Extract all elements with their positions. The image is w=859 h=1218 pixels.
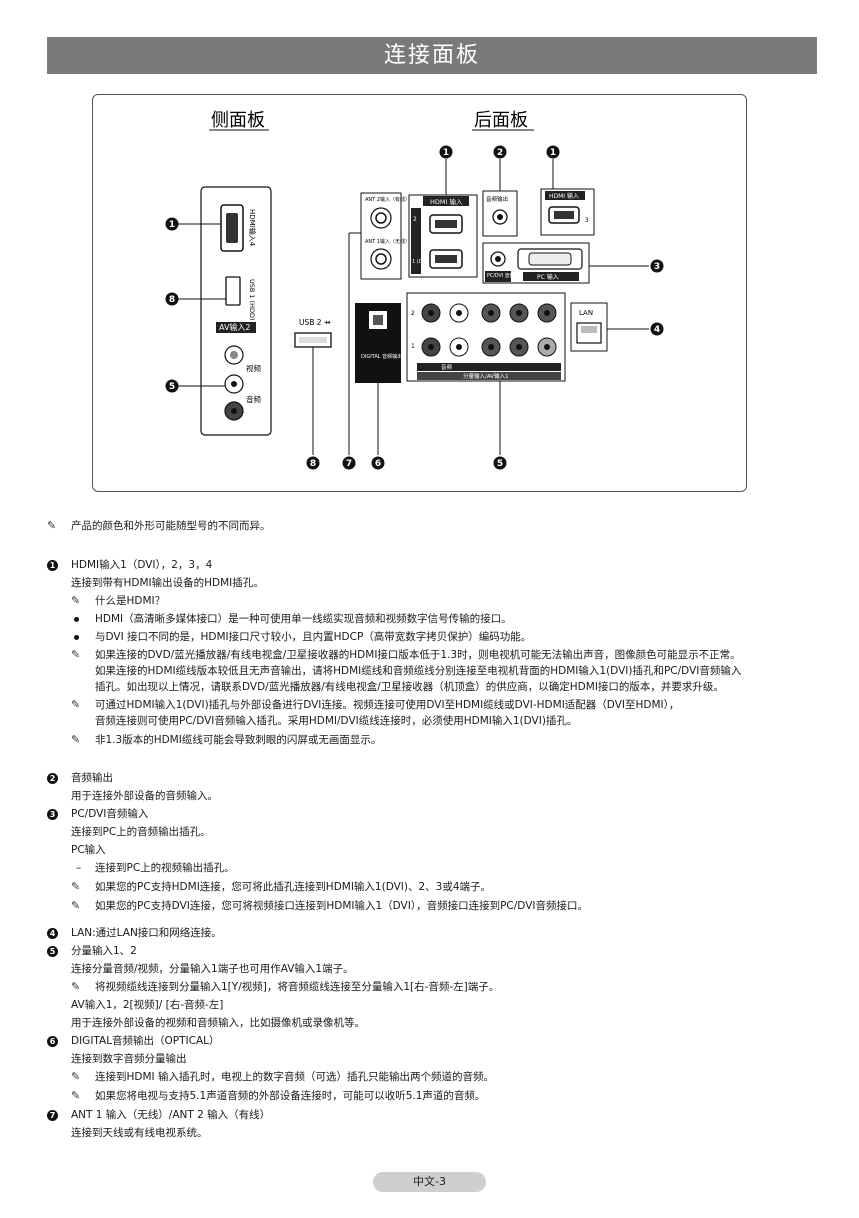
item7-title: ANT 1 输入（无线）/ANT 2 输入（有线） [71, 1109, 271, 1121]
row1-label: 1 [411, 343, 415, 350]
hdmi-in-label: HDMI 输入 [430, 197, 463, 206]
item2-desc: 用于连接外部设备的音频输入。 [71, 790, 218, 802]
svg-text:1: 1 [550, 148, 556, 158]
side-panel-body [200, 186, 272, 436]
item6-note1: 连接到HDMI 输入插孔时，电视上的数字音频（可选）插孔只能输出两个频道的音频。 [95, 1071, 494, 1083]
svg-text:6: 6 [375, 459, 381, 469]
callout-numbers: 1 8 5 8 7 6 1 2 1 3 4 5 [165, 145, 664, 470]
hdmi4-label: HDMI输入4 [248, 209, 257, 247]
audio-lr-label: 音频 [441, 363, 453, 371]
svg-text:3: 3 [654, 262, 660, 272]
usb-icon: ⇸ [324, 318, 331, 327]
item2-title: 音频输出 [71, 772, 113, 784]
pencil-note-icon: ✎ [71, 594, 81, 607]
page-number: 中文-3 [373, 1172, 486, 1192]
item3-sub: PC输入 [71, 844, 106, 856]
dash-icon: – [76, 862, 82, 874]
pencil-note-icon: ✎ [71, 980, 81, 993]
item3-desc: 连接到PC上的音频输出插孔。 [71, 826, 211, 838]
item1-bullet2: 与DVI 接口不同的是，HDMI接口尺寸较小，且内置HDCP（高带宽数字拷贝保护… [95, 631, 532, 643]
page-title: 连接面板 [47, 37, 817, 74]
item-number-6: 6 [47, 1036, 58, 1047]
audio-out-label: 音频输出 [486, 195, 508, 203]
note-top: 产品的颜色和外形可能随型号的不同而异。 [71, 520, 271, 532]
hdmi3-in-label: HDMI 输入 [549, 192, 579, 200]
pencil-note-icon: ✎ [71, 698, 81, 711]
ant2-label: ANT 2输入（有线） [365, 196, 410, 203]
item5-note1: 将视频缆线连接到分量输入1[Y/视频]，将音频缆线连接至分量输入1[右-音频-左… [95, 981, 500, 993]
item6-note2: 如果您将电视与支持5.1声道音频的外部设备连接时，可能可以收听5.1声道的音频。 [95, 1090, 486, 1102]
item1-desc: 连接到带有HDMI输出设备的HDMI插孔。 [71, 577, 264, 589]
item1-note2a: 如果连接的DVD/蓝光播放器/有线电视盒/卫星接收器的HDMI接口版本低于1.3… [95, 649, 741, 661]
item-number-4: 4 [47, 928, 58, 939]
item1-note4: 非1.3版本的HDMI缆线可能会导致刺眼的闪屏或无画面显示。 [95, 734, 382, 746]
item1-note2c: 插孔。如出现以上情况，请联系DVD/蓝光播放器/有线电视盒/卫星接收器（机顶盒）… [95, 681, 724, 693]
ant1-label: ANT 1输入（无线） [365, 238, 410, 245]
row2-label: 2 [411, 310, 415, 317]
item7-desc: 连接到天线或有线电视系统。 [71, 1127, 208, 1139]
item3-dash: 连接到PC上的视频输出插孔。 [95, 862, 235, 874]
item3-note2: 如果您的PC支持DVI连接，您可将视频接口连接到HDMI输入1（DVI），音频接… [95, 900, 588, 912]
pcdvi-label: PC/DVI 音频输入 [487, 272, 524, 279]
usb1-port [225, 276, 241, 306]
svg-text:8: 8 [169, 295, 175, 305]
pencil-note-icon: ✎ [71, 1070, 81, 1083]
pencil-note-icon: ✎ [71, 648, 81, 661]
item3-title: PC/DVI音频输入 [71, 808, 149, 820]
ant-block [360, 192, 402, 280]
svg-text:5: 5 [497, 459, 503, 469]
hdmi-p2-label: 2 [413, 216, 417, 223]
av2-label: AV输入2 [219, 322, 251, 332]
connection-panel-diagram: 侧面板 后面板 HDMI输入4 USB 1 (HDD) AV输入2 视频 音频 … [92, 94, 747, 492]
item6-desc: 连接到数字音频分量输出 [71, 1053, 187, 1065]
bullet-icon [74, 635, 79, 640]
pencil-note-icon: ✎ [71, 880, 81, 893]
component-jacks [421, 303, 557, 357]
item1-note2b: 如果连接的HDMI缆线版本较低且无声音输出，请将HDMI缆线和音频缆线分别连接至… [95, 665, 742, 677]
rear-panel-heading: 后面板 [474, 110, 528, 131]
svg-text:7: 7 [346, 459, 352, 469]
item4-title: LAN:通过LAN接口和网络连接。 [71, 927, 222, 939]
item-number-7: 7 [47, 1110, 58, 1121]
item1-note1: 什么是HDMI？ [95, 595, 166, 607]
digital-label: DIGITAL 音频输出 (OPTICAL) [361, 353, 429, 360]
panel-illustration: 侧面板 后面板 HDMI输入4 USB 1 (HDD) AV输入2 视频 音频 … [165, 110, 664, 470]
component-label: 分量输入/AV输入1 [463, 372, 509, 380]
av2-audio-text: 音频 [246, 394, 261, 404]
item3-note1: 如果您的PC支持HDMI连接，您可将此插孔连接到HDMI输入1(DVI)、2、3… [95, 881, 492, 893]
bullet-icon [74, 617, 79, 622]
pencil-note-icon: ✎ [71, 1089, 81, 1102]
pencil-note-icon: ✎ [47, 519, 57, 532]
item1-note3a: 可通过HDMI输入1(DVI)插孔与外部设备进行DVI连接。视频连接可使用DVI… [95, 699, 680, 711]
pencil-note-icon: ✎ [71, 899, 81, 912]
item-number-1: 1 [47, 560, 58, 571]
av2-video-text: 视频 [246, 363, 261, 373]
hdmi-p1-label: 1 (DVI) [412, 259, 429, 265]
usb1-label: USB 1 (HDD) [248, 279, 256, 321]
pc-in-label: PC 输入 [537, 273, 559, 281]
svg-text:1: 1 [169, 220, 175, 230]
item5-title: 分量输入1、2 [71, 945, 137, 957]
svg-text:4: 4 [654, 325, 660, 335]
item5-desc2: 用于连接外部设备的视频和音频输入，比如摄像机或录像机等。 [71, 1017, 365, 1029]
item6-title: DIGITAL音频输出（OPTICAL） [71, 1035, 220, 1047]
item-number-5: 5 [47, 946, 58, 957]
side-panel-heading: 侧面板 [211, 110, 265, 131]
item-number-3: 3 [47, 809, 58, 820]
svg-text:2: 2 [497, 148, 503, 158]
pencil-note-icon: ✎ [71, 733, 81, 746]
svg-text:5: 5 [169, 382, 175, 392]
item5-sub: AV输入1，2[视频]/ [右-音频-左] [71, 999, 224, 1011]
item1-title: HDMI输入1（DVI），2，3，4 [71, 559, 213, 571]
item1-note3b: 音频连接则可使用PC/DVI音频输入插孔。采用HDMI/DVI缆线连接时，必须使… [95, 715, 578, 727]
usb2-label: USB 2 [299, 318, 322, 327]
item-number-2: 2 [47, 773, 58, 784]
hdmi-p3-label: 3 [585, 217, 589, 224]
item5-desc: 连接分量音频/视频，分量输入1端子也可用作AV输入1端子。 [71, 963, 354, 975]
item1-bullet1: HDMI（高清晰多媒体接口）是一种可使用单一线缆实现音频和视频数字信号传输的接口… [95, 613, 512, 625]
lan-label: LAN [579, 309, 593, 317]
svg-text:1: 1 [443, 148, 449, 158]
svg-text:8: 8 [310, 459, 316, 469]
